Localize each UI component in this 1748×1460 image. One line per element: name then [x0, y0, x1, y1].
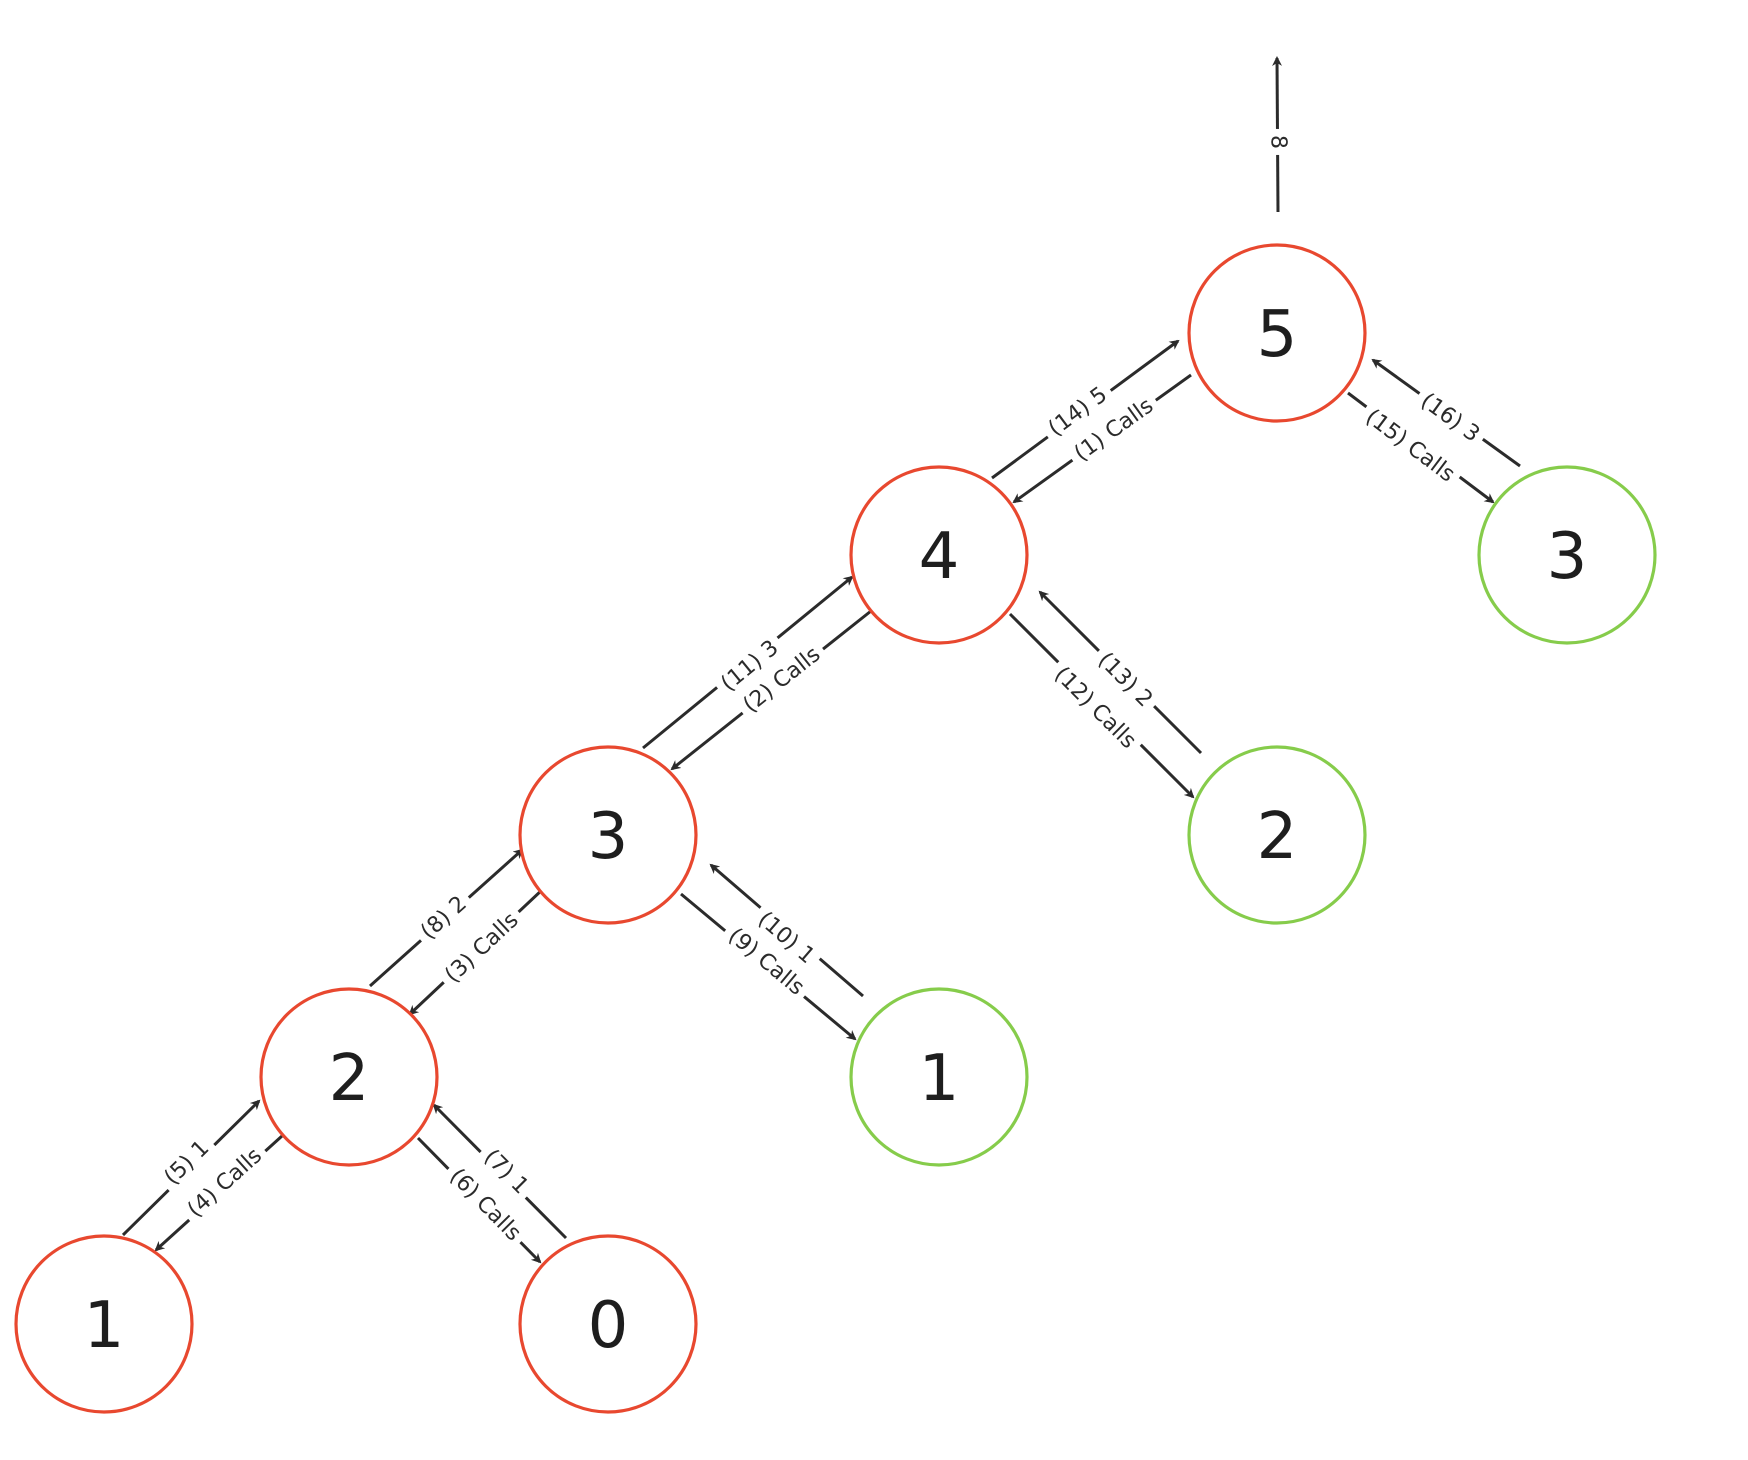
node-value: 1: [919, 1042, 960, 1116]
edge-label-background: [1264, 128, 1292, 156]
tree-node-n2r: 2: [1187, 745, 1367, 925]
edge-label-background: [733, 637, 831, 723]
node-value: 4: [919, 520, 960, 594]
node-value: 0: [588, 1289, 629, 1363]
tree-node-n3: 3: [518, 745, 698, 925]
node-circle: [1187, 243, 1367, 423]
node-value: 2: [329, 1042, 370, 1116]
edge-e3: (3) Calls: [408, 887, 545, 1016]
tree-node-n2: 2: [259, 987, 439, 1167]
node-circle: [518, 1234, 698, 1414]
edge-label-background: [1410, 384, 1490, 452]
edge-label-background: [717, 918, 815, 1006]
edge-label-background: [439, 1158, 531, 1252]
tree-node-n3r: 3: [1477, 465, 1657, 645]
node-value: 5: [1257, 298, 1298, 372]
edge-label-background: [1038, 377, 1118, 447]
edge-label-group: 8: [1264, 128, 1292, 156]
edge-label-background: [1064, 389, 1164, 471]
node-value: 3: [588, 800, 629, 874]
node-circle: [259, 987, 439, 1167]
tree-node-n0: 0: [518, 1234, 698, 1414]
edge-label-background: [411, 886, 477, 950]
edge-e12: (12) Calls: [1008, 612, 1195, 799]
node-circle: [518, 745, 698, 925]
edge-label-background: [1044, 657, 1146, 759]
node-circle: [1187, 745, 1367, 925]
edge-label-background: [154, 1130, 220, 1196]
node-value: 2: [1257, 800, 1298, 874]
tree-node-n1: 1: [14, 1234, 194, 1414]
node-circle: [14, 1234, 194, 1414]
edge-label-background: [1355, 400, 1465, 492]
edge-label: (16) 3: [1416, 389, 1484, 448]
edge-label-background: [473, 1139, 539, 1205]
node-value: 3: [1547, 520, 1588, 594]
node-circle: [1477, 465, 1657, 645]
edge-label-background: [747, 902, 825, 974]
edge-e-top: 8: [1264, 56, 1292, 213]
edge-label-background: [1087, 642, 1163, 718]
node-circle: [849, 987, 1029, 1167]
edge-label: 8: [1265, 135, 1290, 149]
node-value: 1: [84, 1289, 125, 1363]
nodes-layer: 5 4 3 3 2 2 1 1 0: [14, 243, 1657, 1414]
edge-label-background: [711, 630, 789, 702]
edge-label-background: [177, 1138, 273, 1228]
edge-label-background: [435, 902, 529, 994]
node-circle: [849, 465, 1029, 645]
edge-label-group: (8) 2: [411, 886, 477, 950]
tree-node-n1r: 1: [849, 987, 1029, 1167]
tree-node-n5: 5: [1187, 243, 1367, 423]
tree-node-n4: 4: [849, 465, 1029, 645]
